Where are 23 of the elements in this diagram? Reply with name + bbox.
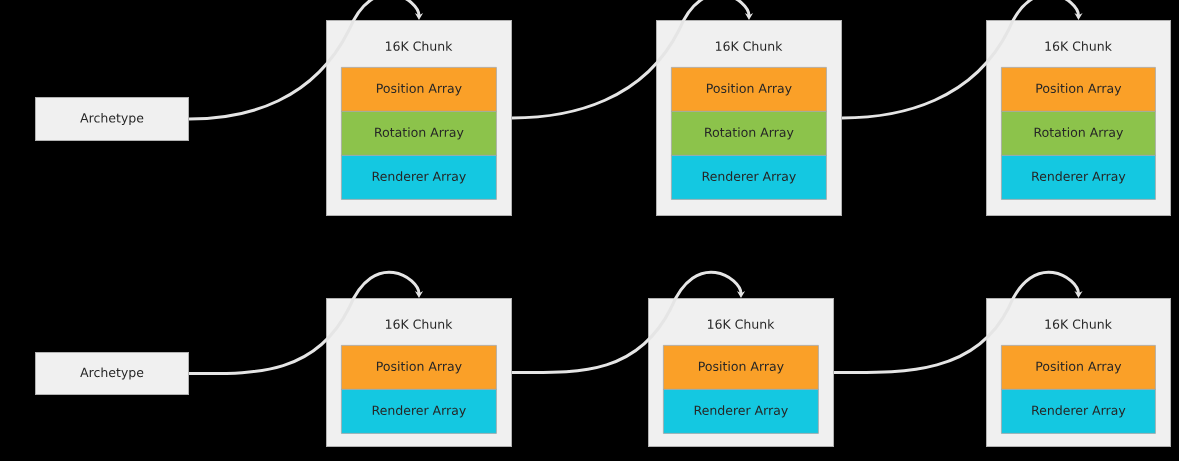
- archetype-box: Archetype: [35, 97, 189, 141]
- curved-arrow: [188, 0, 424, 121]
- array-box: Position Array: [341, 345, 497, 390]
- array-box: Position Array: [1001, 67, 1156, 112]
- array-box: Renderer Array: [1001, 389, 1156, 434]
- curved-arrow: [834, 270, 1083, 375]
- array-box: Position Array: [1001, 345, 1156, 390]
- array-box: Renderer Array: [671, 155, 827, 200]
- array-box: Rotation Array: [1001, 111, 1156, 156]
- array-box: Position Array: [671, 67, 827, 112]
- array-box: Renderer Array: [341, 155, 497, 200]
- curved-arrow: [512, 270, 746, 375]
- array-box: Renderer Array: [663, 389, 819, 434]
- array-box: Renderer Array: [341, 389, 497, 434]
- curved-arrow: [841, 0, 1083, 120]
- array-box: Rotation Array: [341, 111, 497, 156]
- curved-arrow: [189, 270, 424, 376]
- array-box: Position Array: [663, 345, 819, 390]
- archetype-box: Archetype: [35, 352, 189, 395]
- array-box: Rotation Array: [671, 111, 827, 156]
- array-box: Renderer Array: [1001, 155, 1156, 200]
- curved-arrow: [511, 0, 754, 120]
- array-box: Position Array: [341, 67, 497, 112]
